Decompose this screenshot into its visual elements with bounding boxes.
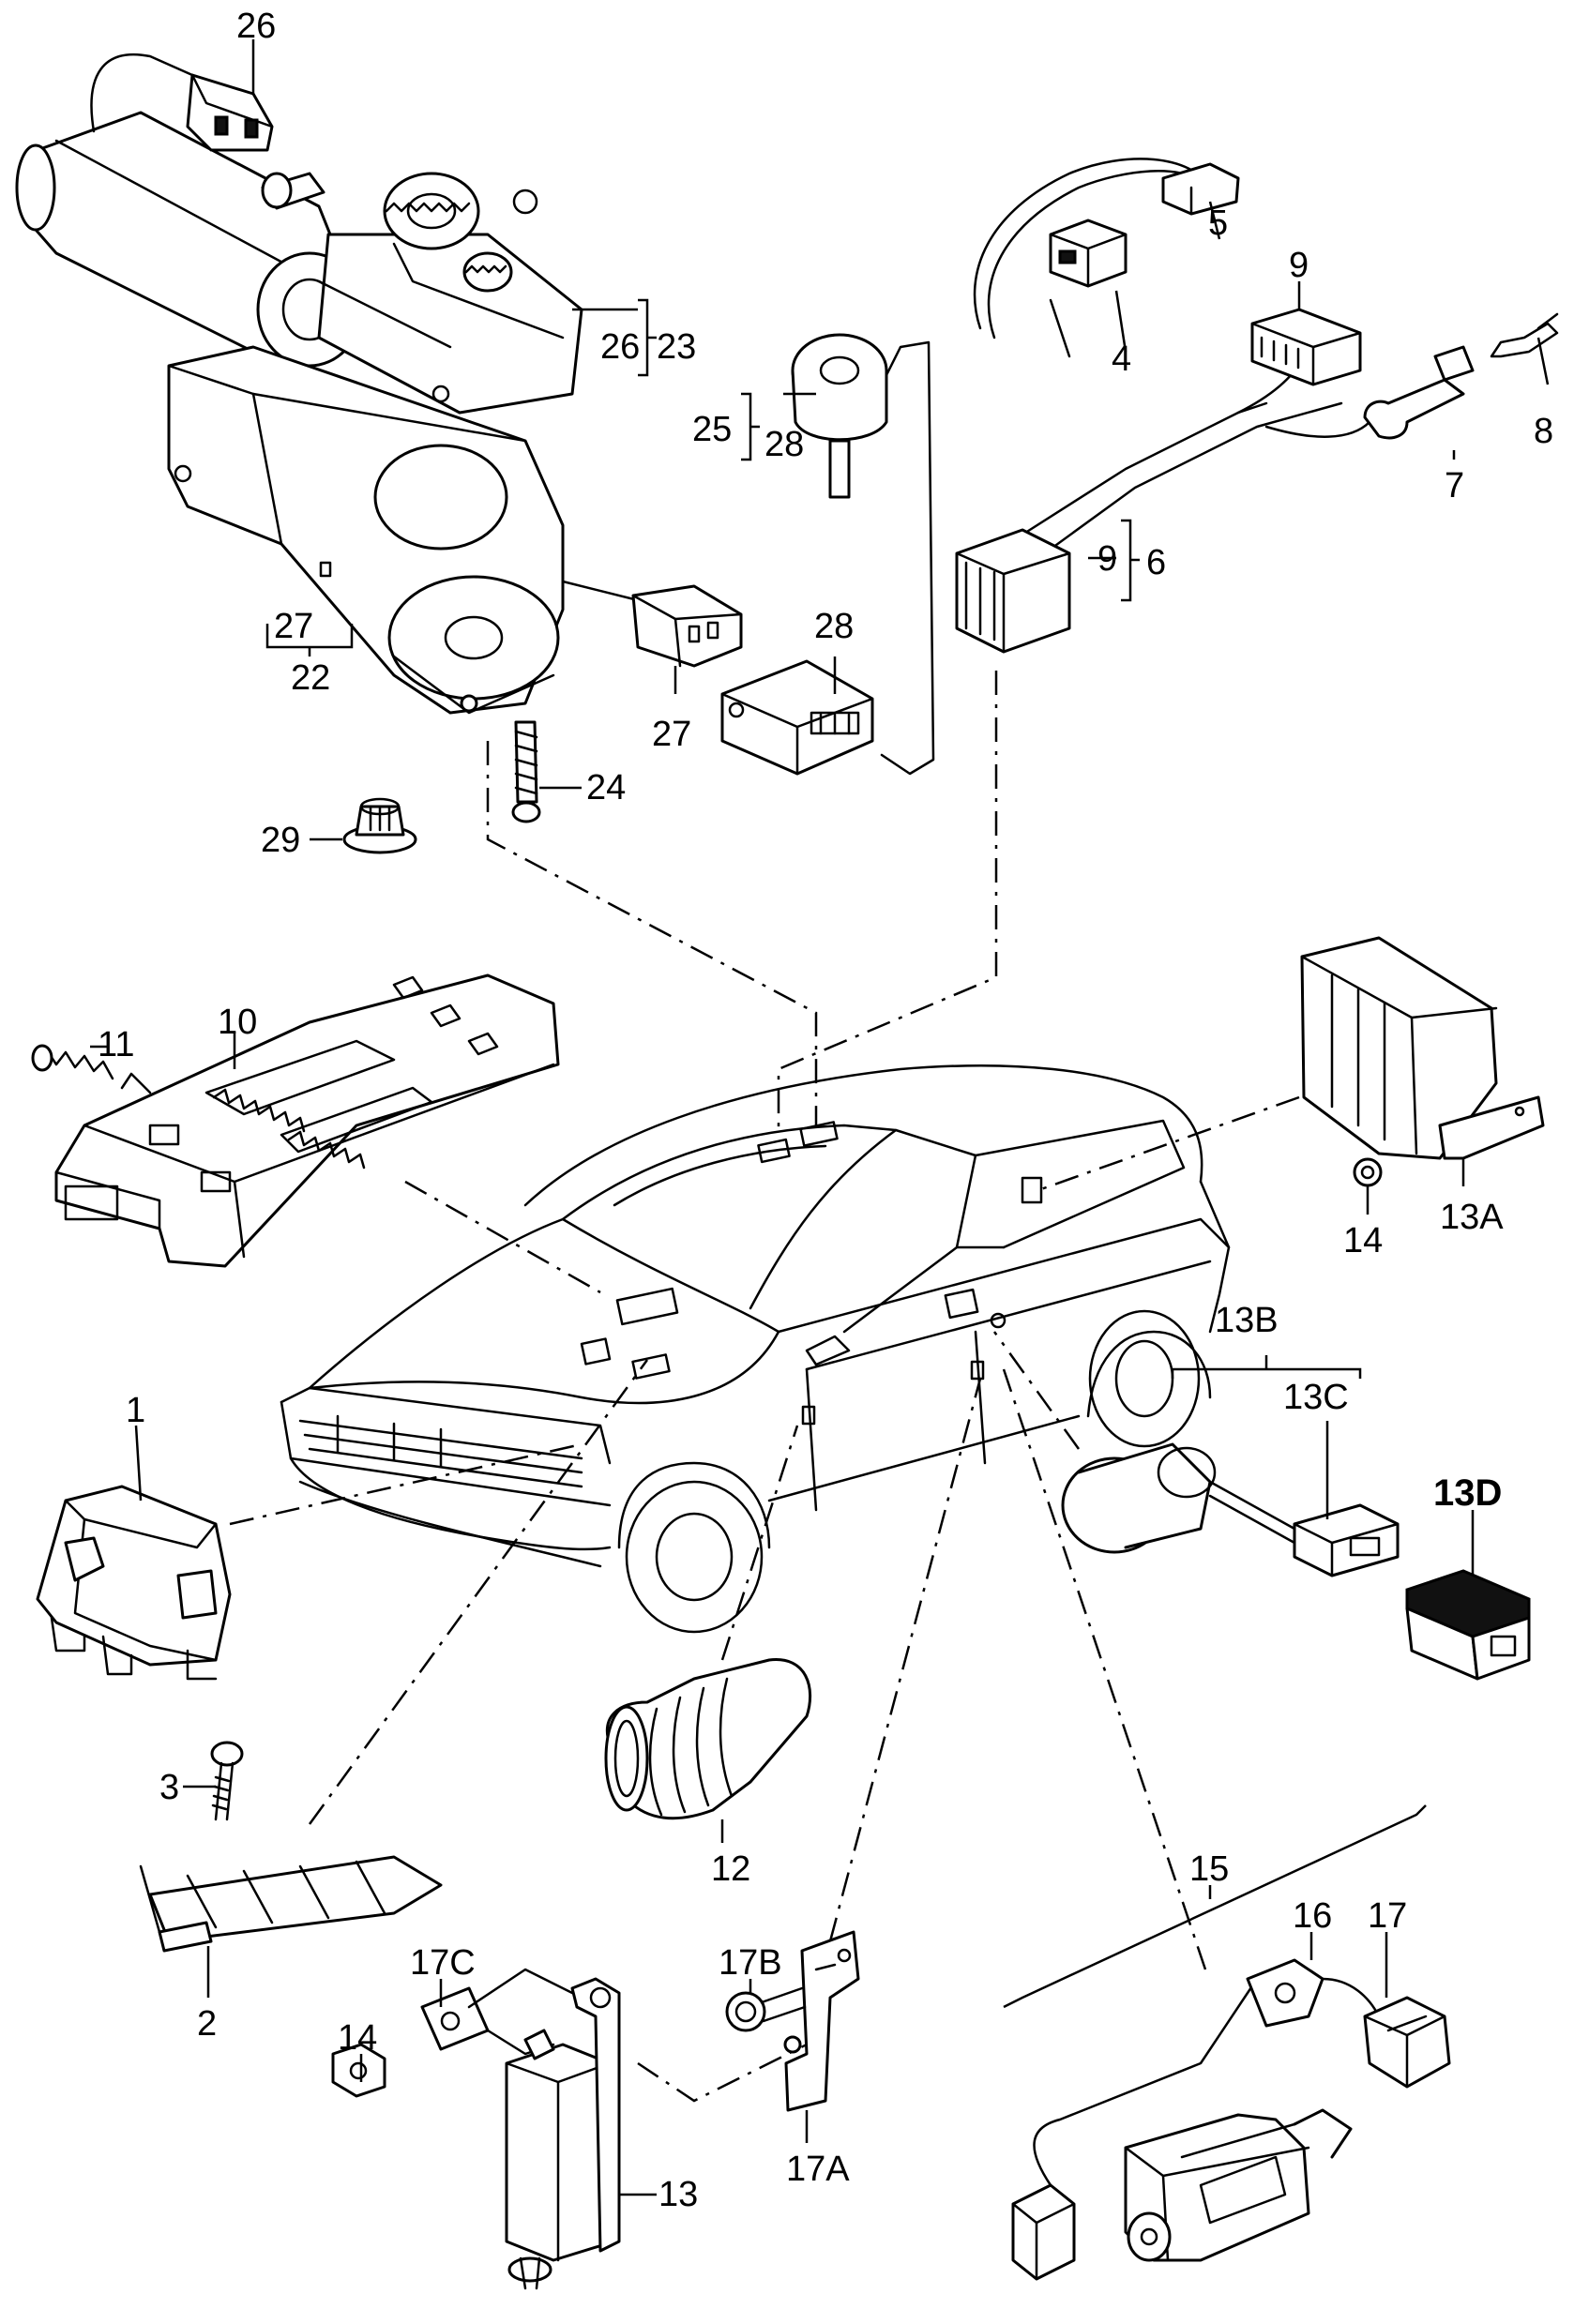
bracket-1 [36, 1485, 232, 1681]
callout-22: 22 [291, 658, 330, 698]
callout-9-upper: 9 [1289, 246, 1309, 285]
housing-22 [167, 345, 565, 715]
callout-8: 8 [1534, 412, 1553, 451]
callout-13A: 13A [1440, 1198, 1504, 1237]
callout-14-lower: 14 [338, 2018, 377, 2058]
connector-28 [720, 659, 874, 776]
callout-13C: 13C [1283, 1378, 1349, 1417]
screw-11 [31, 1044, 114, 1080]
callout-3: 3 [159, 1768, 179, 1807]
callout-13B: 13B [1215, 1301, 1279, 1340]
leader-lines [90, 39, 1550, 2196]
screw-24 [511, 720, 541, 823]
callout-7: 7 [1445, 466, 1464, 506]
connection-lines [229, 671, 1300, 2103]
callout-6: 6 [1146, 543, 1166, 582]
callout-26-top: 26 [236, 7, 276, 46]
callout-2: 2 [197, 2004, 217, 2044]
callout-27-bracket: 27 [274, 607, 313, 646]
callout-13D: 13D [1433, 1472, 1502, 1514]
pressure-switch-25 [791, 333, 935, 776]
callout-27: 27 [652, 715, 691, 754]
callout-17: 17 [1368, 1896, 1407, 1936]
callout-17B: 17B [719, 1943, 782, 1983]
clip-29 [342, 797, 417, 854]
callout-28: 28 [814, 607, 854, 646]
callout-23: 23 [657, 327, 696, 367]
connector-13D [1405, 1569, 1531, 1681]
cable-connector-26 [90, 53, 274, 152]
callout-17C: 17C [410, 1943, 476, 1983]
connector-13C [1293, 1503, 1400, 1577]
callout-12: 12 [711, 1849, 750, 1889]
screw-3 [210, 1741, 244, 1821]
relay-box-13A [1300, 936, 1545, 1187]
callout-29: 29 [261, 821, 300, 860]
callout-1: 1 [126, 1391, 145, 1430]
plate-17A [783, 1930, 860, 2112]
grommet-12 [604, 1658, 812, 1820]
bracket-2 [139, 1855, 443, 1953]
callout-labels: 26 26 23 5 4 9 25 28 8 7 9 6 27 22 28 27… [98, 7, 1553, 2214]
nut-14-lower [331, 2043, 386, 2098]
harness-6 [955, 158, 1559, 654]
actuator-15 [1011, 1977, 1353, 2281]
bolt-17B [725, 1986, 807, 2032]
callout-4: 4 [1112, 340, 1131, 379]
car-body [280, 1064, 1231, 1634]
switch-13B [1061, 1442, 1296, 1554]
callout-16: 16 [1293, 1896, 1332, 1936]
motor-23 [15, 111, 583, 415]
cable-16 [1246, 1958, 1381, 2028]
callout-11: 11 [98, 1025, 134, 1064]
connector-27 [561, 580, 743, 668]
callout-13: 13 [658, 2175, 698, 2214]
control-unit-10 [54, 973, 560, 1268]
callout-25: 25 [692, 410, 732, 449]
switch-13 [505, 1977, 621, 2290]
callout-9-lower: 9 [1097, 539, 1117, 579]
callout-17A: 17A [786, 2150, 850, 2189]
callout-10: 10 [218, 1003, 257, 1042]
callout-15: 15 [1189, 1849, 1229, 1889]
callout-14-upper: 14 [1343, 1221, 1383, 1260]
callout-5: 5 [1208, 204, 1228, 243]
callout-28-bracket: 28 [764, 425, 804, 464]
callout-26-bracket: 26 [600, 327, 640, 367]
connector-17 [1363, 1996, 1451, 2089]
callout-24: 24 [586, 768, 626, 807]
